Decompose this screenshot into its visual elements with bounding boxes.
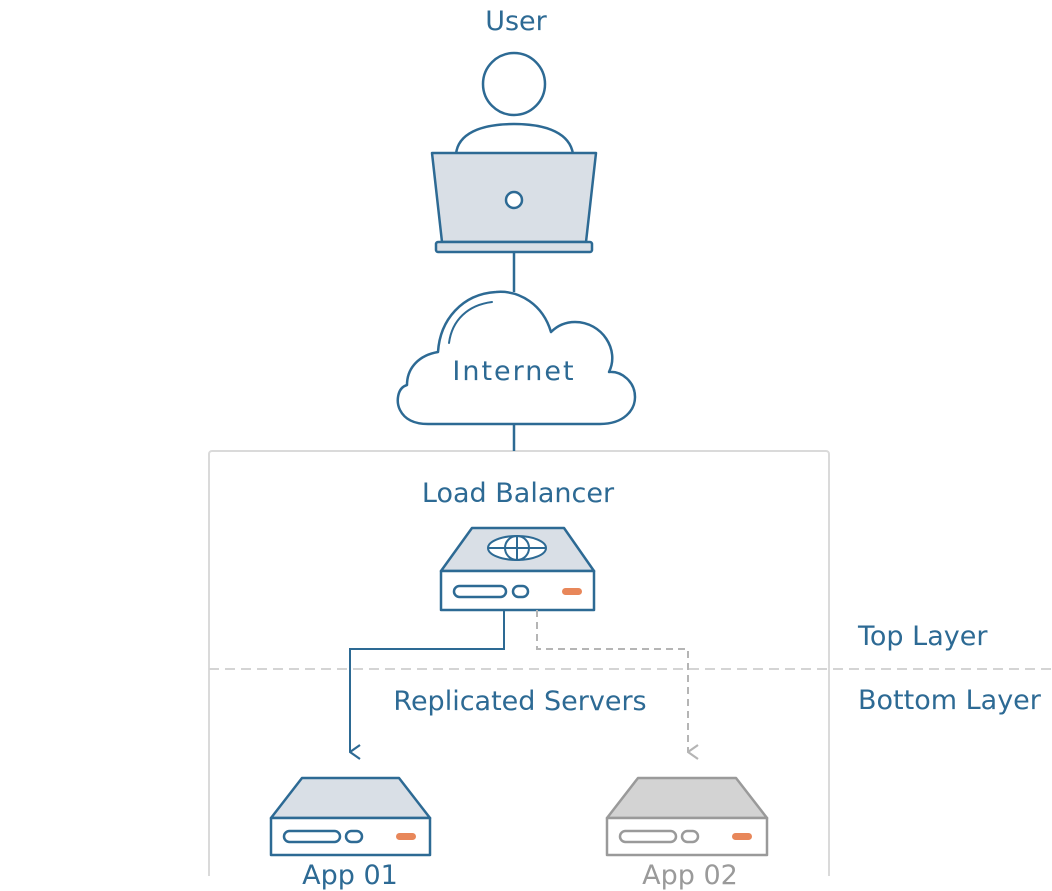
edge-lb-app01 — [349, 610, 505, 752]
bottom-layer-label: Bottom Layer — [858, 685, 1041, 716]
globe-icon — [487, 535, 547, 561]
server-icon-app01 — [269, 776, 432, 857]
internet-label: Internet — [452, 356, 576, 387]
top-layer-label: Top Layer — [858, 621, 988, 652]
cloud-icon — [396, 290, 637, 426]
load-balancer-label: Load Balancer — [421, 478, 615, 509]
edge-lb-app02 — [536, 610, 688, 752]
user-label: User — [485, 6, 547, 37]
user-laptop-icon — [430, 51, 598, 254]
globe-server-icon — [439, 526, 596, 612]
server-icon-app02 — [605, 776, 769, 857]
replicated-servers-label: Replicated Servers — [393, 686, 647, 717]
replicated-servers-frame — [208, 450, 830, 876]
